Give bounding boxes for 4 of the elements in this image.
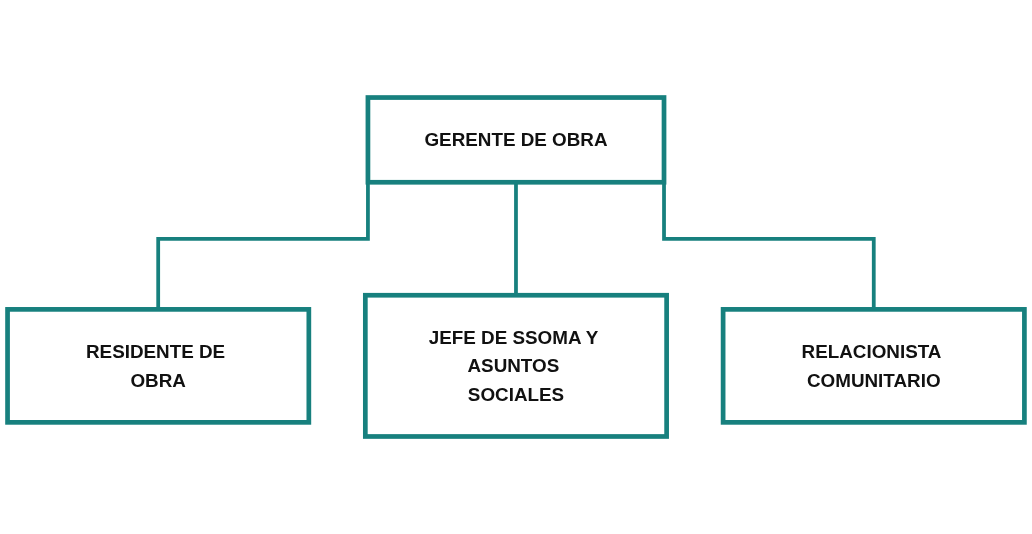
node-box: GERENTE DE OBRA [365,95,667,185]
node-box: RELACIONISTA COMUNITARIO [720,307,1027,425]
node-box: RESIDENTE DE OBRA [5,307,312,425]
node-box: JEFE DE SSOMA Y ASUNTOS SOCIALES [363,292,669,439]
